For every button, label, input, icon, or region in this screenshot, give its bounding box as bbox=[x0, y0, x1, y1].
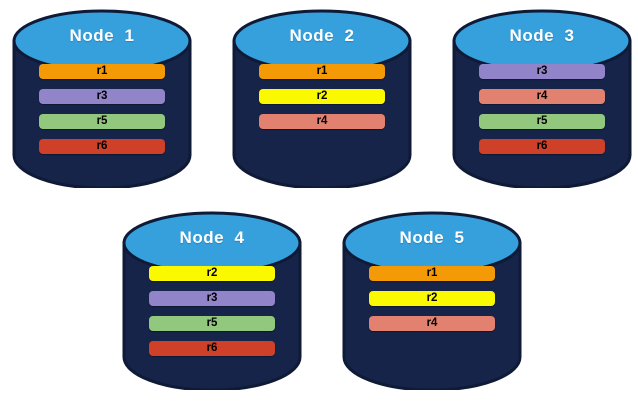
replica-bar[interactable]: r5 bbox=[39, 114, 165, 129]
node-cylinder-3[interactable]: Node 3 r3 r4 r5 r6 bbox=[452, 8, 632, 188]
replica-stack: r1 r2 r4 bbox=[259, 64, 385, 129]
replica-bar[interactable]: r2 bbox=[369, 291, 495, 306]
replica-bar[interactable]: r4 bbox=[259, 114, 385, 129]
replica-bar[interactable]: r5 bbox=[479, 114, 605, 129]
replica-bar[interactable]: r6 bbox=[39, 139, 165, 154]
replica-bar[interactable]: r3 bbox=[149, 291, 275, 306]
replica-stack: r1 r2 r4 bbox=[369, 266, 495, 331]
node-title: Node 3 bbox=[509, 26, 575, 45]
replica-bar[interactable]: r2 bbox=[259, 89, 385, 104]
replica-stack: r2 r3 r5 r6 bbox=[149, 266, 275, 356]
replica-bar[interactable]: r6 bbox=[149, 341, 275, 356]
node-title: Node 1 bbox=[69, 26, 135, 45]
node-title: Node 5 bbox=[399, 228, 465, 247]
replica-bar[interactable]: r6 bbox=[479, 139, 605, 154]
node-title: Node 4 bbox=[179, 228, 245, 247]
replica-bar[interactable]: r5 bbox=[149, 316, 275, 331]
replica-bar[interactable]: r2 bbox=[149, 266, 275, 281]
replica-bar[interactable]: r3 bbox=[39, 89, 165, 104]
replica-bar[interactable]: r1 bbox=[39, 64, 165, 79]
node-title: Node 2 bbox=[289, 26, 355, 45]
node-cylinder-2[interactable]: Node 2 r1 r2 r4 bbox=[232, 8, 412, 188]
replica-bar[interactable]: r1 bbox=[259, 64, 385, 79]
node-cylinder-5[interactable]: Node 5 r1 r2 r4 bbox=[342, 210, 522, 390]
replica-stack: r1 r3 r5 r6 bbox=[39, 64, 165, 154]
replica-stack: r3 r4 r5 r6 bbox=[479, 64, 605, 154]
node-cylinder-1[interactable]: Node 1 r1 r3 r5 r6 bbox=[12, 8, 192, 188]
replica-bar[interactable]: r3 bbox=[479, 64, 605, 79]
replica-bar[interactable]: r4 bbox=[369, 316, 495, 331]
node-cylinder-4[interactable]: Node 4 r2 r3 r5 r6 bbox=[122, 210, 302, 390]
replica-bar[interactable]: r4 bbox=[479, 89, 605, 104]
replica-bar[interactable]: r1 bbox=[369, 266, 495, 281]
